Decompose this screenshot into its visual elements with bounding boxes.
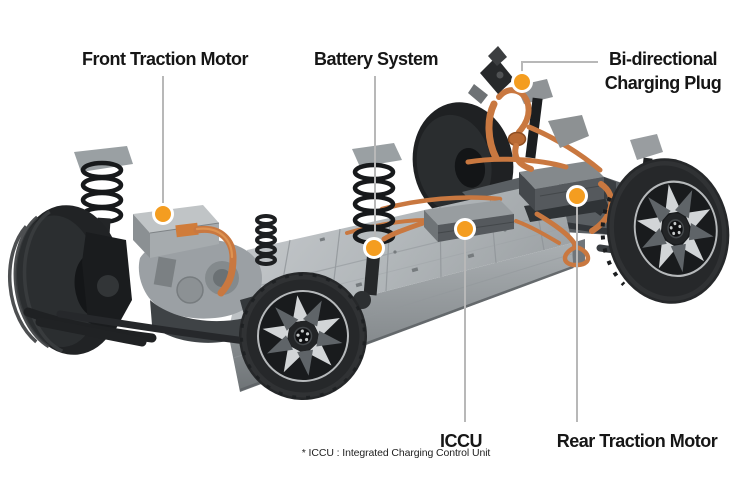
axle-bellows xyxy=(255,214,277,266)
bi-directional-charging-plug xyxy=(465,46,603,173)
front-right-wheel xyxy=(239,272,367,400)
rear-right-wheel xyxy=(600,158,730,304)
